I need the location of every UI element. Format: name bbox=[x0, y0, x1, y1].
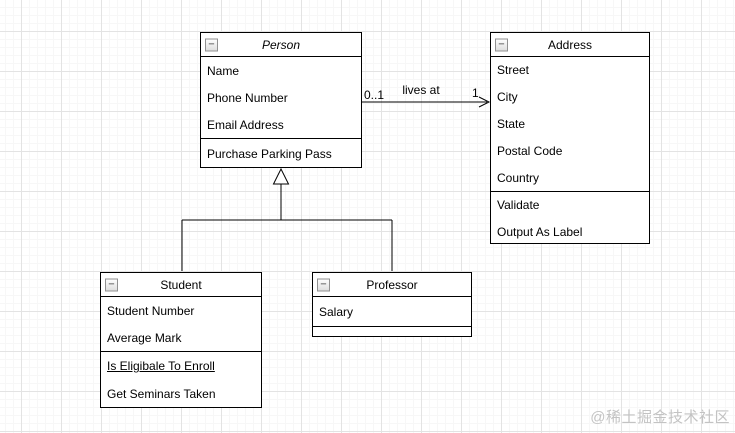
class-box-student[interactable]: − Student Student Number Average Mark Is… bbox=[100, 272, 262, 408]
attributes-compartment: Salary bbox=[313, 297, 471, 326]
association-label: lives at bbox=[402, 83, 440, 97]
attribute-row: Postal Code bbox=[497, 143, 563, 158]
collapse-icon[interactable]: − bbox=[205, 38, 218, 51]
methods-compartment: Purchase Parking Pass bbox=[201, 138, 361, 169]
class-title: Person bbox=[261, 37, 301, 52]
method-row-static: Is Eligibale To Enroll bbox=[107, 359, 215, 373]
class-box-address[interactable]: − Address Street City State Postal Code … bbox=[490, 32, 650, 244]
class-title: Student bbox=[160, 277, 202, 292]
class-title: Professor bbox=[366, 277, 418, 292]
attribute-row: Average Mark bbox=[107, 330, 182, 345]
method-row: Validate bbox=[497, 198, 540, 213]
attributes-compartment: Student Number Average Mark bbox=[101, 297, 261, 351]
methods-compartment: Validate Output As Label bbox=[491, 190, 649, 245]
generalization-line bbox=[181, 184, 393, 271]
inheritance-triangle-icon bbox=[272, 167, 290, 185]
attribute-row: Student Number bbox=[107, 303, 195, 318]
collapse-icon[interactable]: − bbox=[317, 278, 330, 291]
method-row: Output As Label bbox=[497, 224, 583, 239]
class-title: Address bbox=[547, 37, 593, 52]
attribute-row: Name bbox=[207, 63, 240, 78]
attribute-row: Salary bbox=[319, 304, 354, 319]
source-multiplicity-label: 0..1 bbox=[364, 88, 385, 102]
class-title-bar: − Professor bbox=[313, 273, 471, 297]
attributes-compartment: Street City State Postal Code Country bbox=[491, 57, 649, 191]
attribute-row: Phone Number bbox=[207, 90, 288, 105]
target-multiplicity-label: 1 bbox=[472, 86, 479, 100]
attribute-row: Street bbox=[497, 63, 530, 78]
method-row: Get Seminars Taken bbox=[107, 387, 216, 401]
association-open-arrow-icon bbox=[478, 96, 491, 108]
class-title-bar: − Student bbox=[101, 273, 261, 297]
methods-compartment bbox=[313, 326, 471, 336]
class-box-professor[interactable]: − Professor Salary bbox=[312, 272, 472, 337]
empty-method-row bbox=[313, 327, 471, 336]
attribute-row: State bbox=[497, 116, 526, 131]
attribute-row: City bbox=[497, 90, 518, 105]
class-title-bar: − Person bbox=[201, 33, 361, 57]
collapse-icon[interactable]: − bbox=[105, 278, 118, 291]
class-title-bar: − Address bbox=[491, 33, 649, 57]
collapse-icon[interactable]: − bbox=[495, 38, 508, 51]
watermark: @稀土掘金技术社区 bbox=[590, 409, 730, 426]
class-box-person[interactable]: − Person Name Phone Number Email Address… bbox=[200, 32, 362, 168]
methods-compartment: Is Eligibale To Enroll Get Seminars Take… bbox=[101, 351, 261, 408]
attribute-row: Email Address bbox=[207, 117, 284, 132]
attribute-row: Country bbox=[497, 170, 540, 185]
method-row: Purchase Parking Pass bbox=[207, 147, 332, 161]
attributes-compartment: Name Phone Number Email Address bbox=[201, 57, 361, 138]
